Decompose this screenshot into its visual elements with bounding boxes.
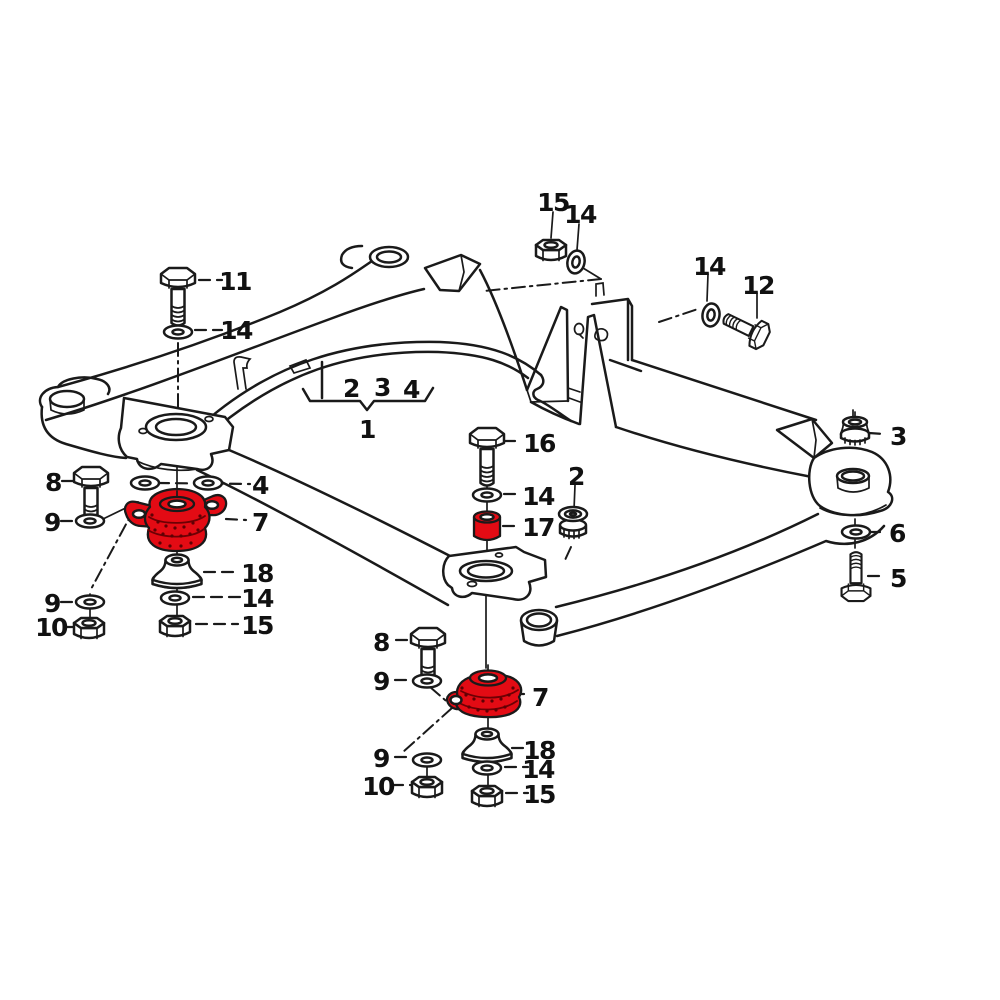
callout-14: 14 — [220, 316, 253, 345]
callout-5: 5 — [890, 564, 906, 593]
callout-6: 6 — [889, 519, 906, 548]
washer-9 — [74, 513, 106, 529]
callout-14: 14 — [522, 482, 555, 511]
callout-12: 12 — [742, 271, 774, 300]
callout-4: 4 — [403, 375, 420, 404]
callout-14: 14 — [241, 584, 274, 613]
washer-9 — [411, 673, 443, 689]
spacer-sleeve-17 — [472, 510, 502, 542]
callout-10: 10 — [35, 613, 68, 642]
rubber-buffer-18 — [151, 553, 203, 590]
callout-9: 9 — [44, 508, 60, 537]
subframe-outline — [38, 244, 894, 647]
washer-14 — [471, 760, 503, 776]
washer-4 — [129, 475, 161, 491]
callout-8: 8 — [373, 628, 389, 657]
group-bracket — [301, 360, 435, 412]
bonded-bushing-3 — [839, 410, 871, 447]
callout-9: 9 — [373, 667, 389, 696]
hex-bolt-12 — [717, 304, 774, 353]
washer-bushing-stack-2 — [557, 505, 589, 540]
callout-7: 7 — [532, 683, 548, 712]
washer-9 — [74, 594, 106, 610]
callout-2: 2 — [568, 462, 584, 491]
hex-nut-15 — [158, 614, 192, 638]
callout-16: 16 — [523, 429, 556, 458]
callout-15: 15 — [241, 611, 273, 640]
subframe-mount-7-left — [123, 487, 228, 553]
washer-9 — [411, 752, 443, 768]
washer-14 — [699, 301, 723, 329]
callout-14: 14 — [564, 200, 597, 229]
callout-14: 14 — [693, 252, 726, 281]
rubber-buffer-18 — [461, 727, 513, 764]
callout-1: 1 — [359, 415, 375, 444]
hex-nut-10 — [72, 616, 106, 640]
hex-nut-10 — [410, 775, 444, 799]
hex-bolt-5 — [840, 551, 872, 603]
subframe-mount-7-rear — [446, 664, 523, 719]
washer-14 — [159, 590, 191, 606]
washer-6 — [840, 524, 872, 540]
callout-3: 3 — [374, 373, 390, 402]
hex-bolt-11 — [159, 266, 197, 327]
callout-2: 2 — [343, 374, 359, 403]
callout-9: 9 — [44, 589, 60, 618]
hex-nut-15 — [534, 238, 568, 262]
callout-18: 18 — [241, 559, 273, 588]
callout-15: 15 — [537, 188, 569, 217]
washer-4 — [192, 475, 224, 491]
washer-14 — [162, 324, 194, 340]
callout-4: 4 — [252, 471, 269, 500]
callout-14: 14 — [522, 755, 555, 784]
callout-15: 15 — [523, 780, 555, 809]
callout-10: 10 — [362, 772, 395, 801]
washer-14 — [471, 487, 503, 503]
callout-7: 7 — [252, 508, 268, 537]
washer-14 — [564, 247, 588, 277]
callout-11: 11 — [219, 267, 251, 296]
highlighted-parts — [123, 487, 523, 719]
callout-17: 17 — [522, 513, 554, 542]
hex-nut-15 — [470, 784, 504, 808]
callout-9: 9 — [373, 744, 389, 773]
callout-8: 8 — [45, 468, 61, 497]
callout-labels: 11 14 15 14 14 12 2 3 4 1 3 16 14 17 2 6… — [35, 188, 907, 809]
callout-3: 3 — [890, 422, 906, 451]
callout-18: 18 — [523, 736, 555, 765]
hex-bolt-16 — [468, 426, 506, 487]
